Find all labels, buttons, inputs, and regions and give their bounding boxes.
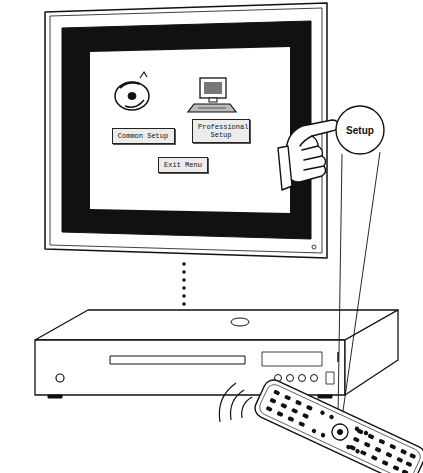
ir-waves xyxy=(219,383,252,422)
remote-button xyxy=(306,405,313,411)
remote-button xyxy=(320,432,326,438)
pointing-hand xyxy=(278,120,338,190)
ir-beam xyxy=(338,152,380,418)
remote-button xyxy=(378,439,385,445)
dvd-player xyxy=(35,310,398,398)
remote-button xyxy=(353,437,360,443)
button-label: Common Setup xyxy=(118,132,168,140)
remote-button xyxy=(346,444,352,450)
button-label: Professional Setup xyxy=(198,123,244,139)
computer-icon xyxy=(188,78,236,112)
menu-button: Professional Setup xyxy=(192,119,250,143)
remote-button xyxy=(355,448,361,454)
remote-button xyxy=(375,447,382,453)
remote-control xyxy=(252,377,423,473)
setup-callout: Setup xyxy=(335,105,385,155)
remote-button xyxy=(269,398,276,404)
remote-button xyxy=(311,428,317,434)
remote-button xyxy=(409,453,416,459)
remote-button xyxy=(354,426,360,432)
remote-button xyxy=(382,460,389,466)
remote-button xyxy=(302,413,309,419)
remote-button xyxy=(320,410,326,416)
remote-button xyxy=(266,406,273,412)
tv-monitor xyxy=(45,3,327,258)
remote-button xyxy=(400,449,407,455)
remote-button xyxy=(284,395,291,401)
remote-button xyxy=(291,408,298,414)
remote-button xyxy=(273,389,280,395)
remote-button xyxy=(295,400,302,406)
remote-button xyxy=(396,457,403,463)
remote-button xyxy=(367,433,374,439)
remote-button xyxy=(363,430,369,436)
remote-button xyxy=(405,461,412,467)
remote-button xyxy=(402,469,409,473)
remote-button xyxy=(364,442,371,448)
menu-button: Common Setup xyxy=(112,128,175,144)
callout-label: Setup xyxy=(346,125,374,136)
remote-button xyxy=(276,411,283,417)
button-label: Exit Menu xyxy=(164,161,202,169)
disc-icon xyxy=(115,72,149,110)
remote-button xyxy=(287,416,294,422)
remote-button xyxy=(392,465,399,471)
remote-button xyxy=(329,414,335,420)
remote-button xyxy=(385,452,392,458)
remote-button xyxy=(280,403,287,409)
remote-button xyxy=(298,421,305,427)
remote-button xyxy=(389,444,396,450)
remote-button xyxy=(371,455,378,461)
dotted-cable xyxy=(182,262,186,306)
menu-button: Exit Menu xyxy=(158,157,208,173)
remote-button xyxy=(360,450,367,456)
